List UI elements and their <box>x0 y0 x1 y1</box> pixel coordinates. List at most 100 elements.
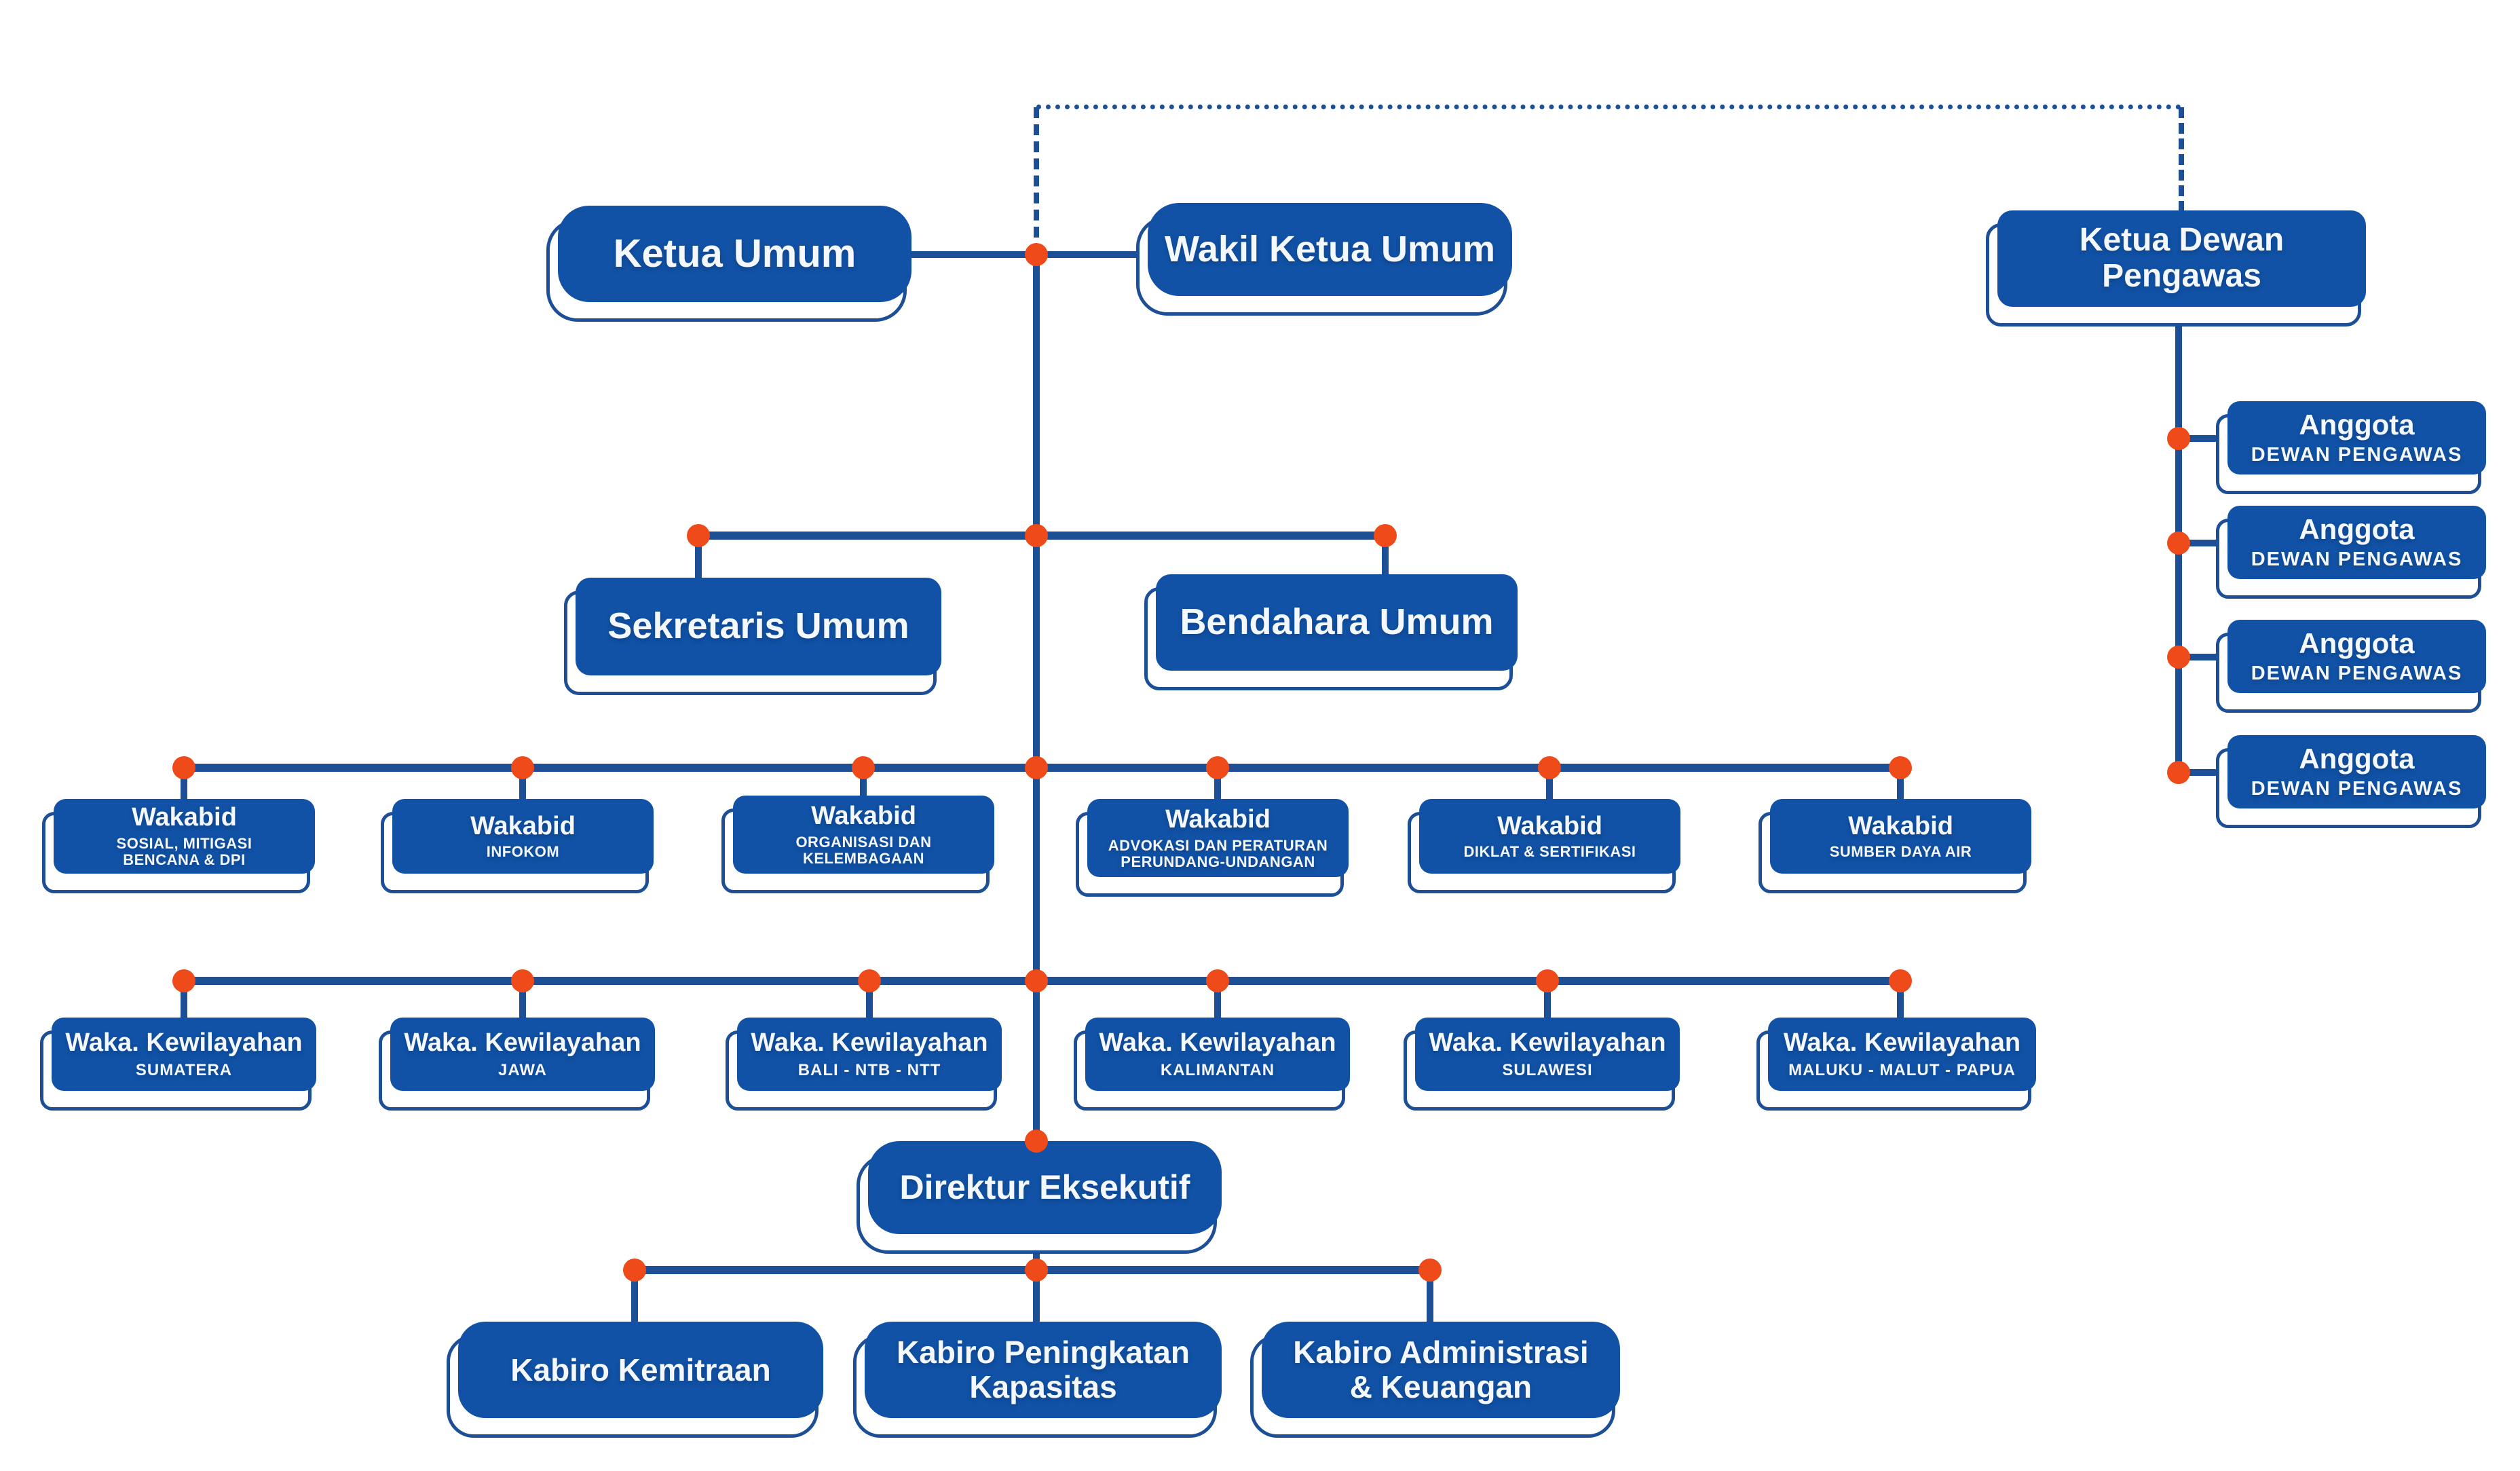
node-title: Wakabid <box>811 801 916 830</box>
node-box: Waka. Kewilayahan KALIMANTAN <box>1085 1018 1350 1091</box>
node-box: Waka. Kewilayahan MALUKU - MALUT - PAPUA <box>1768 1018 2036 1091</box>
connector-stub-anggota-2 <box>2179 540 2230 546</box>
node-box: Waka. Kewilayahan BALI - NTB - NTT <box>737 1018 1002 1091</box>
connector-drop-wakabid-5 <box>1546 768 1553 802</box>
org-node-anggota-3: Anggota DEWAN PENGAWAS <box>2216 620 2486 713</box>
node-title: Waka. Kewilayahan <box>1783 1028 2021 1057</box>
junction-dot <box>1889 756 1912 779</box>
junction-dot <box>2167 532 2190 555</box>
node-subtitle: DEWAN PENGAWAS <box>2251 777 2463 800</box>
node-subtitle: SULAWESI <box>1502 1060 1593 1079</box>
node-title: Wakabid <box>132 803 237 832</box>
node-subtitle: BALI - NTB - NTT <box>797 1060 941 1079</box>
org-node-anggota-2: Anggota DEWAN PENGAWAS <box>2216 506 2486 599</box>
node-box: Kabiro Kemitraan <box>458 1322 823 1418</box>
connector-drop-kabiro-1 <box>631 1270 638 1324</box>
connector-drop-kabiro-2 <box>1033 1270 1040 1324</box>
junction-dot <box>2167 427 2190 450</box>
node-title: Anggota <box>2299 627 2415 660</box>
junction-dot <box>1538 756 1561 779</box>
org-node-kewilayahan-jawa: Waka. Kewilayahan JAWA <box>379 1018 655 1111</box>
junction-dot <box>1025 243 1048 266</box>
org-node-kewilayahan-sumatera: Waka. Kewilayahan SUMATERA <box>40 1018 316 1111</box>
node-subtitle: ADVOKASI DAN PERATURAN PERUNDANG-UNDANGA… <box>1108 836 1328 870</box>
junction-dot <box>511 969 534 992</box>
connector-drop-wakabid-6 <box>1897 768 1904 802</box>
junction-dot <box>623 1259 646 1282</box>
org-node-wakabid-advokasi: Wakabid ADVOKASI DAN PERATURAN PERUNDANG… <box>1076 799 1349 897</box>
connector-direktur-bottom <box>1033 1234 1040 1273</box>
org-node-anggota-1: Anggota DEWAN PENGAWAS <box>2216 401 2486 494</box>
org-node-wakabid-sosial: Wakabid SOSIAL, MITIGASI BENCANA & DPI <box>42 799 315 893</box>
node-box: Wakabid INFOKOM <box>392 799 654 874</box>
node-title: Waka. Kewilayahan <box>65 1028 303 1057</box>
junction-dot <box>172 969 195 992</box>
connector-drop-sekretaris <box>695 536 702 580</box>
org-node-bendahara-umum: Bendahara Umum <box>1144 574 1518 690</box>
org-node-kewilayahan-kalimantan: Waka. Kewilayahan KALIMANTAN <box>1074 1018 1350 1111</box>
org-node-anggota-4: Anggota DEWAN PENGAWAS <box>2216 735 2486 828</box>
node-title: Wakabid <box>1848 811 1953 840</box>
node-title: Wakil Ketua Umum <box>1164 228 1496 269</box>
connector-drop-kewilayahan-6 <box>1897 981 1904 1020</box>
node-box: Wakil Ketua Umum <box>1148 203 1512 296</box>
node-title: Kabiro Peningkatan Kapasitas <box>897 1335 1190 1404</box>
node-subtitle: ORGANISASI DAN KELEMBAGAAN <box>795 833 932 867</box>
connector-drop-wakabid-2 <box>519 768 526 802</box>
org-node-kewilayahan-maluku: Waka. Kewilayahan MALUKU - MALUT - PAPUA <box>1756 1018 2036 1111</box>
org-node-wakil-ketua-umum: Wakil Ketua Umum <box>1136 203 1512 316</box>
connector-dashed-vertical-right <box>2179 107 2184 212</box>
org-node-direktur-eksekutif: Direktur Eksekutif <box>857 1141 1222 1254</box>
connector-drop-wakabid-3 <box>860 768 867 802</box>
connector-drop-wakabid-1 <box>181 768 187 802</box>
node-box: Anggota DEWAN PENGAWAS <box>2227 506 2486 579</box>
node-title: Wakabid <box>1497 811 1602 840</box>
node-subtitle: SOSIAL, MITIGASI BENCANA & DPI <box>116 835 252 869</box>
node-box: Anggota DEWAN PENGAWAS <box>2227 620 2486 693</box>
connector-drop-kewilayahan-3 <box>866 981 873 1020</box>
node-title: Anggota <box>2299 513 2415 546</box>
connector-dashed-vertical-left <box>1034 107 1039 255</box>
junction-dot <box>511 756 534 779</box>
node-title: Kabiro Administrasi & Keuangan <box>1293 1335 1589 1404</box>
org-node-wakabid-sda: Wakabid SUMBER DAYA AIR <box>1759 799 2031 893</box>
node-title: Bendahara Umum <box>1180 601 1494 643</box>
node-box: Sekretaris Umum <box>576 578 941 675</box>
org-node-ketua-dewan-pengawas: Ketua Dewan Pengawas <box>1986 210 2366 327</box>
connector-drop-kewilayahan-4 <box>1214 981 1221 1020</box>
junction-dot <box>1206 756 1229 779</box>
node-box: Wakabid ADVOKASI DAN PERATURAN PERUNDANG… <box>1087 799 1349 877</box>
node-subtitle: DEWAN PENGAWAS <box>2251 662 2463 684</box>
node-box: Kabiro Administrasi & Keuangan <box>1262 1322 1620 1418</box>
node-box: Anggota DEWAN PENGAWAS <box>2227 401 2486 474</box>
node-title: Waka. Kewilayahan <box>1099 1028 1336 1057</box>
org-node-ketua-umum: Ketua Umum <box>546 206 911 322</box>
junction-dot <box>1889 969 1912 992</box>
node-title: Direktur Eksekutif <box>899 1168 1190 1206</box>
connector-stub-anggota-4 <box>2179 769 2230 776</box>
connector-stub-anggota-3 <box>2179 654 2230 660</box>
node-subtitle: DIKLAT & SERTIFIKASI <box>1463 843 1636 861</box>
org-node-wakabid-organisasi: Wakabid ORGANISASI DAN KELEMBAGAAN <box>721 796 994 893</box>
junction-dot <box>1025 1130 1048 1153</box>
node-box: Wakabid DIKLAT & SERTIFIKASI <box>1419 799 1680 874</box>
junction-dot <box>858 969 881 992</box>
node-subtitle: DEWAN PENGAWAS <box>2251 443 2463 466</box>
node-box: Direktur Eksekutif <box>868 1141 1222 1234</box>
connector-drop-bendahara <box>1382 536 1389 577</box>
connector-stub-anggota-1 <box>2179 435 2230 442</box>
node-subtitle: MALUKU - MALUT - PAPUA <box>1788 1060 2016 1079</box>
junction-dot <box>1206 969 1229 992</box>
node-title: Waka. Kewilayahan <box>1429 1028 1666 1057</box>
junction-dot <box>172 756 195 779</box>
junction-dot <box>1025 524 1048 547</box>
node-subtitle: JAWA <box>497 1060 547 1079</box>
junction-dot <box>1025 1259 1048 1282</box>
junction-dot <box>852 756 875 779</box>
node-box: Wakabid SOSIAL, MITIGASI BENCANA & DPI <box>54 799 315 874</box>
org-node-kewilayahan-sulawesi: Waka. Kewilayahan SULAWESI <box>1404 1018 1680 1111</box>
node-box: Bendahara Umum <box>1156 574 1518 671</box>
node-subtitle: SUMATERA <box>135 1060 233 1079</box>
org-node-kabiro-peningkatan-kapasitas: Kabiro Peningkatan Kapasitas <box>853 1322 1222 1438</box>
org-node-kabiro-administrasi-keuangan: Kabiro Administrasi & Keuangan <box>1250 1322 1620 1438</box>
